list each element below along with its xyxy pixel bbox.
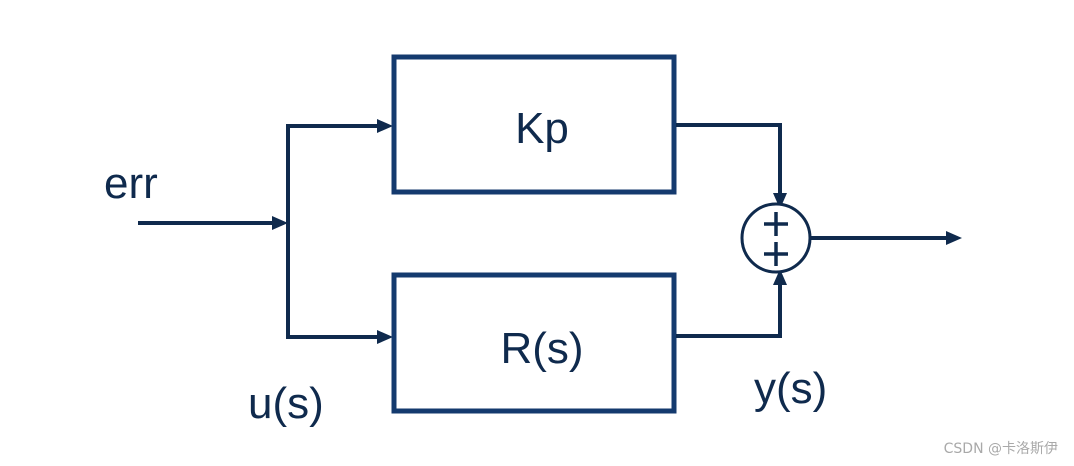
- rs-block: [391, 272, 677, 414]
- input-label-err: err: [104, 159, 158, 208]
- kp-block: [391, 54, 677, 195]
- kp-to-summer-arrowhead: [773, 193, 787, 209]
- bottom-branch-arrowhead: [377, 330, 393, 344]
- top-branch-arrowhead: [377, 119, 393, 133]
- output-signal-label: y(s): [754, 364, 827, 413]
- rs-block-label: R(s): [500, 324, 583, 373]
- output-arrowhead: [946, 231, 962, 245]
- input-arrowhead: [272, 216, 288, 230]
- summer-bottom-plus-sign: [764, 242, 788, 266]
- summer-top-plus-sign: [764, 212, 788, 236]
- rs-to-summer-arrowhead: [773, 269, 787, 285]
- kp-block-label: Kp: [515, 104, 569, 153]
- watermark-text: CSDN @卡洛斯伊: [944, 441, 1058, 457]
- input-signal-label: u(s): [248, 379, 324, 428]
